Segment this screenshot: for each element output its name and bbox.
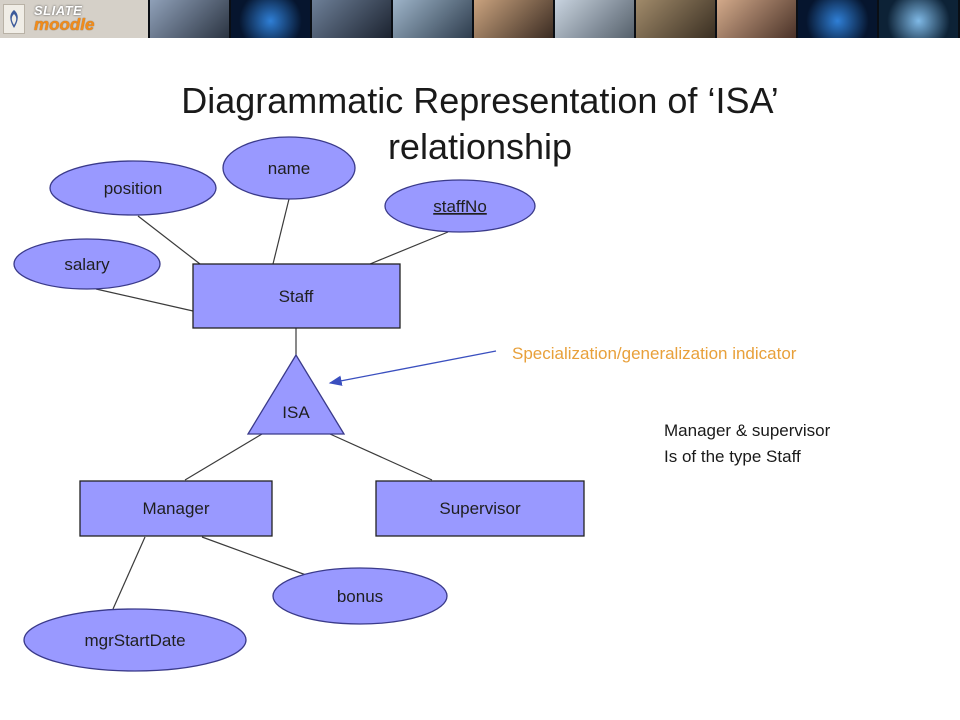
attribute-name: name	[222, 136, 356, 200]
line-staffno-staff	[369, 231, 449, 265]
isa-triangle: ISA	[246, 353, 346, 435]
attribute-mgrstartdate: mgrStartDate	[23, 608, 247, 672]
attribute-bonus: bonus	[272, 567, 448, 625]
slide-title: Diagrammatic Representation of ‘ISA’ rel…	[0, 78, 960, 170]
banner-photo-earth-globe	[798, 0, 877, 38]
attribute-salary: salary	[13, 238, 161, 290]
entity-box	[192, 263, 401, 329]
attribute-oval	[222, 136, 356, 200]
type-note: Manager & supervisor Is of the type Staf…	[664, 418, 830, 470]
banner-photo-lecture-audience	[312, 0, 391, 38]
entity-staff: Staff	[192, 263, 401, 329]
banner-photo-cyborg-eye	[879, 0, 958, 38]
entity-box	[79, 480, 273, 537]
isa-label: ISA	[282, 403, 310, 422]
attribute-oval	[384, 179, 536, 233]
type-note-line1: Manager & supervisor	[664, 421, 831, 440]
attribute-position: position	[49, 160, 217, 216]
slide-title-line2: relationship	[387, 126, 573, 167]
entity-supervisor-label: Supervisor	[439, 499, 521, 518]
line-manager-mgrstartdate	[112, 536, 146, 610]
attribute-staffno-label: staffNo	[433, 197, 487, 216]
banner-photo-robot-figure	[150, 0, 229, 38]
line-name-staff	[272, 198, 290, 265]
indicator-label: Specialization/generalization indicator	[512, 344, 797, 363]
slide-title-line1: Diagrammatic Representation of ‘ISA’	[181, 80, 779, 121]
attribute-oval	[13, 238, 161, 290]
sliate-moodle-logo[interactable]: SLIATE moodle	[0, 0, 148, 38]
attribute-position-label: position	[104, 179, 163, 198]
attribute-oval	[49, 160, 217, 216]
attribute-name-label: name	[268, 159, 311, 178]
banner-photo-student-at-desk	[474, 0, 553, 38]
line-manager-bonus	[201, 536, 307, 576]
line-isa-supervisor	[329, 433, 433, 481]
brand-name-line2: moodle	[34, 15, 95, 34]
attribute-staffno: staffNo	[384, 179, 536, 233]
isa-shape	[246, 353, 346, 435]
attribute-salary-label: salary	[64, 255, 110, 274]
attribute-bonus-label: bonus	[337, 587, 383, 606]
banner-photo-laptop-user	[555, 0, 634, 38]
entity-staff-label: Staff	[279, 287, 314, 306]
entity-manager: Manager	[79, 480, 273, 537]
entity-box	[375, 480, 585, 537]
line-isa-manager	[184, 433, 263, 481]
entity-supervisor: Supervisor	[375, 480, 585, 537]
banner-photo-earth-globe	[231, 0, 310, 38]
banner-photo-portrait	[717, 0, 796, 38]
line-position-staff	[137, 215, 201, 265]
entity-manager-label: Manager	[142, 499, 209, 518]
attribute-oval	[23, 608, 247, 672]
brand-name-line1: SLIATE	[34, 3, 83, 18]
sliate-seal-icon	[3, 4, 25, 34]
line-salary-staff	[95, 288, 194, 312]
banner-photo-computer-lab	[393, 0, 472, 38]
attribute-mgrstartdate-label: mgrStartDate	[84, 631, 185, 650]
header-banner: SLIATE moodle	[0, 0, 960, 38]
connector-lines	[95, 198, 449, 610]
attribute-oval	[272, 567, 448, 625]
type-note-line2: Is of the type Staff	[664, 447, 801, 466]
indicator-arrow	[328, 350, 497, 386]
banner-photo-classroom	[636, 0, 715, 38]
